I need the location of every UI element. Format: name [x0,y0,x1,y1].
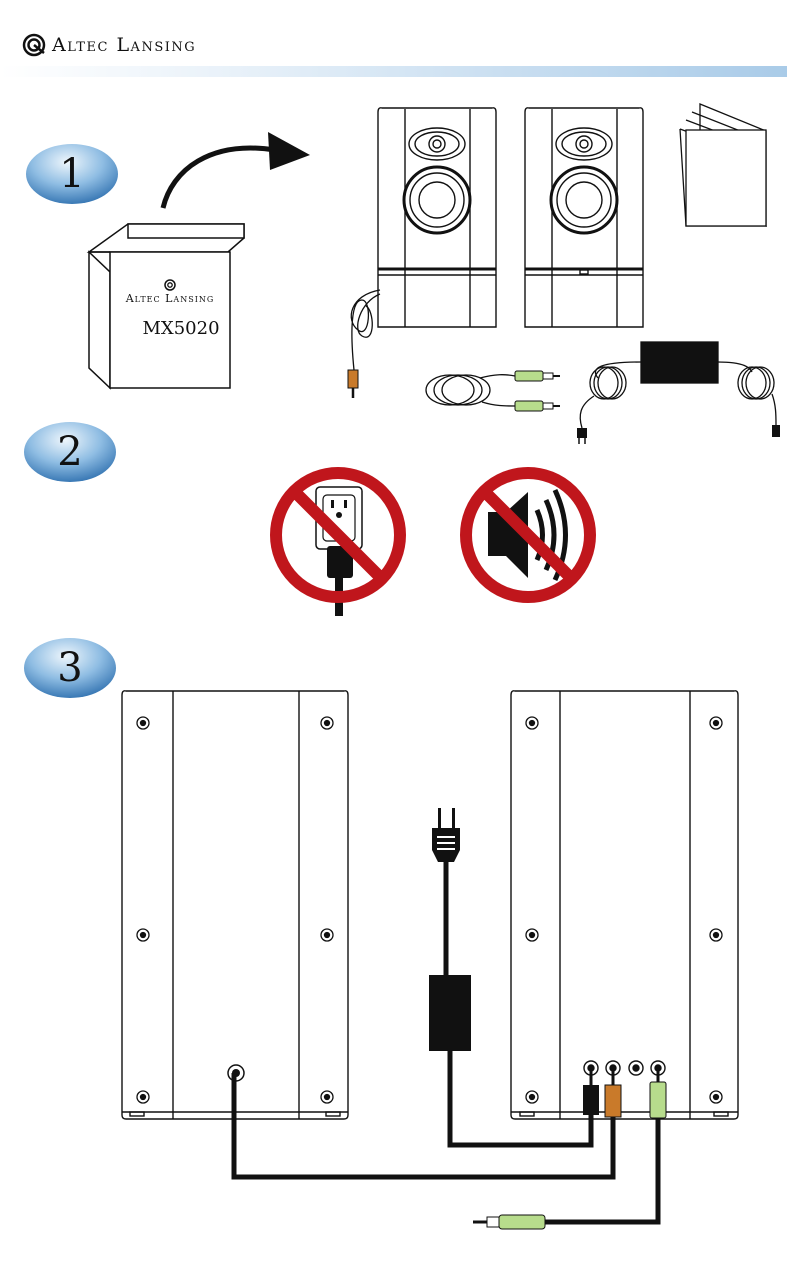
power-plug-icon [432,808,460,862]
speaker-back-left-icon [122,691,348,1119]
speaker-back-right-icon [511,691,738,1119]
power-brick-icon [429,975,471,1051]
audio-plug-icon [473,1215,545,1229]
